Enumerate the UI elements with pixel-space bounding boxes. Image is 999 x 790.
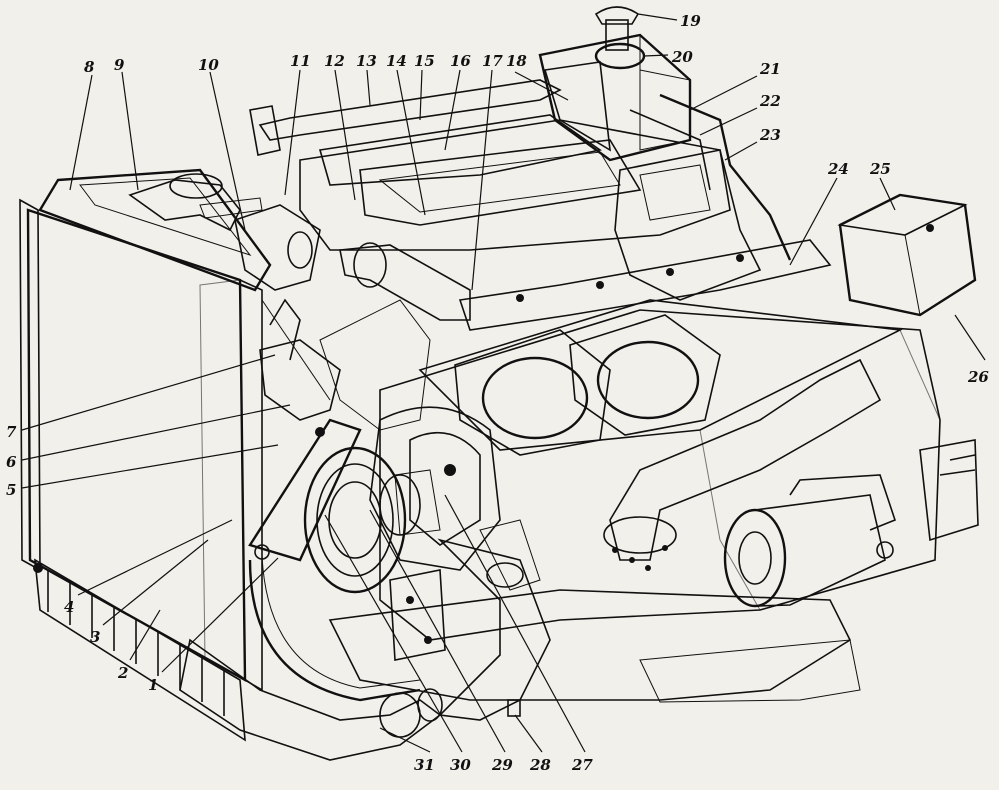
callout-13: 13	[356, 52, 377, 70]
leader-25	[879, 177, 896, 211]
callout-17: 17	[482, 52, 503, 70]
vapor-tube	[659, 93, 792, 261]
callout-21: 21	[759, 60, 781, 78]
leader-22	[699, 107, 758, 136]
fan-pulley-assembly	[303, 446, 441, 594]
callout-labels: 1 2 3 4 5 6 7 8 9 10 11 12 13 14 15 16 1…	[6, 12, 989, 774]
leader-10	[209, 71, 246, 231]
upper-radiator-hose	[128, 179, 241, 232]
callout-12: 12	[324, 52, 345, 70]
leader-8	[69, 74, 93, 191]
head-water-jacket	[359, 139, 642, 226]
left-cylinder-head	[299, 119, 731, 251]
leader-2	[129, 609, 161, 661]
leader-20	[643, 54, 669, 57]
leader-27	[444, 494, 586, 753]
callout-1: 1	[148, 676, 158, 694]
leader-13	[366, 69, 371, 106]
connecting-pipe	[339, 244, 471, 321]
leader-26	[954, 314, 986, 361]
upper-water-pipe	[258, 79, 562, 141]
callout-14: 14	[386, 52, 407, 70]
leader-31	[379, 727, 431, 753]
leader-7	[21, 354, 276, 431]
leader-28	[514, 714, 543, 753]
expansion-tank	[538, 33, 692, 162]
cylinder-bores	[454, 314, 721, 456]
leader-lines	[21, 13, 986, 753]
callout-26: 26	[967, 368, 989, 386]
leader-21	[689, 75, 758, 111]
radiator	[19, 168, 272, 742]
leader-4	[77, 519, 233, 596]
leader-1	[161, 557, 279, 673]
water-manifold	[458, 239, 832, 331]
leader-9	[121, 71, 139, 191]
callout-20: 20	[671, 48, 693, 66]
radiator-core	[26, 208, 247, 683]
leader-19	[637, 13, 678, 21]
callout-31: 31	[414, 756, 435, 774]
callout-22: 22	[759, 92, 781, 110]
callout-15: 15	[414, 52, 435, 70]
callout-4: 4	[64, 598, 74, 616]
right-cylinder-head	[614, 149, 762, 301]
callout-24: 24	[827, 160, 849, 178]
oil-pan	[328, 589, 852, 701]
leader-15	[419, 69, 423, 121]
callout-23: 23	[759, 126, 781, 144]
air-cleaner-housing	[837, 193, 977, 317]
leader-29	[369, 509, 506, 753]
leader-3	[102, 539, 209, 626]
valve-cover	[318, 114, 602, 186]
callout-5: 5	[6, 481, 16, 499]
leader-12	[334, 69, 356, 201]
leader-24	[789, 177, 838, 266]
callout-9: 9	[114, 56, 125, 74]
leader-16	[444, 69, 461, 151]
leader-30	[324, 514, 463, 753]
callout-25: 25	[869, 160, 891, 178]
callout-28: 28	[529, 756, 551, 774]
callout-10: 10	[198, 56, 219, 74]
radiator-bottom-tank	[34, 558, 246, 742]
leader-17	[471, 69, 493, 291]
callout-8: 8	[84, 58, 95, 76]
leader-6	[21, 404, 291, 461]
callout-6: 6	[6, 453, 17, 471]
fan-drive-bracket	[248, 418, 362, 562]
radiator-top-tank	[38, 168, 272, 292]
engine-block	[379, 309, 941, 641]
callout-27: 27	[571, 756, 593, 774]
starter-motor	[723, 474, 896, 608]
callout-16: 16	[450, 52, 471, 70]
callout-19: 19	[680, 12, 701, 30]
bypass-tube	[259, 339, 341, 421]
water-pump	[369, 406, 501, 571]
engine-artwork	[19, 6, 979, 761]
lower-water-pipe	[437, 538, 551, 721]
filler-cap	[594, 6, 646, 70]
callout-3: 3	[90, 628, 100, 646]
leader-23	[724, 141, 758, 161]
callout-30: 30	[450, 756, 471, 774]
leader-11	[284, 69, 301, 196]
callout-11: 11	[290, 52, 311, 70]
drive-belt	[248, 559, 421, 702]
thermostat-housing	[234, 204, 321, 291]
callout-29: 29	[491, 756, 513, 774]
callout-2: 2	[117, 664, 128, 682]
leader-18	[514, 71, 569, 101]
exhaust-manifold	[609, 358, 882, 561]
callout-18: 18	[506, 52, 527, 70]
callout-7: 7	[6, 423, 17, 441]
leader-5	[21, 444, 279, 489]
leader-14	[396, 69, 426, 216]
